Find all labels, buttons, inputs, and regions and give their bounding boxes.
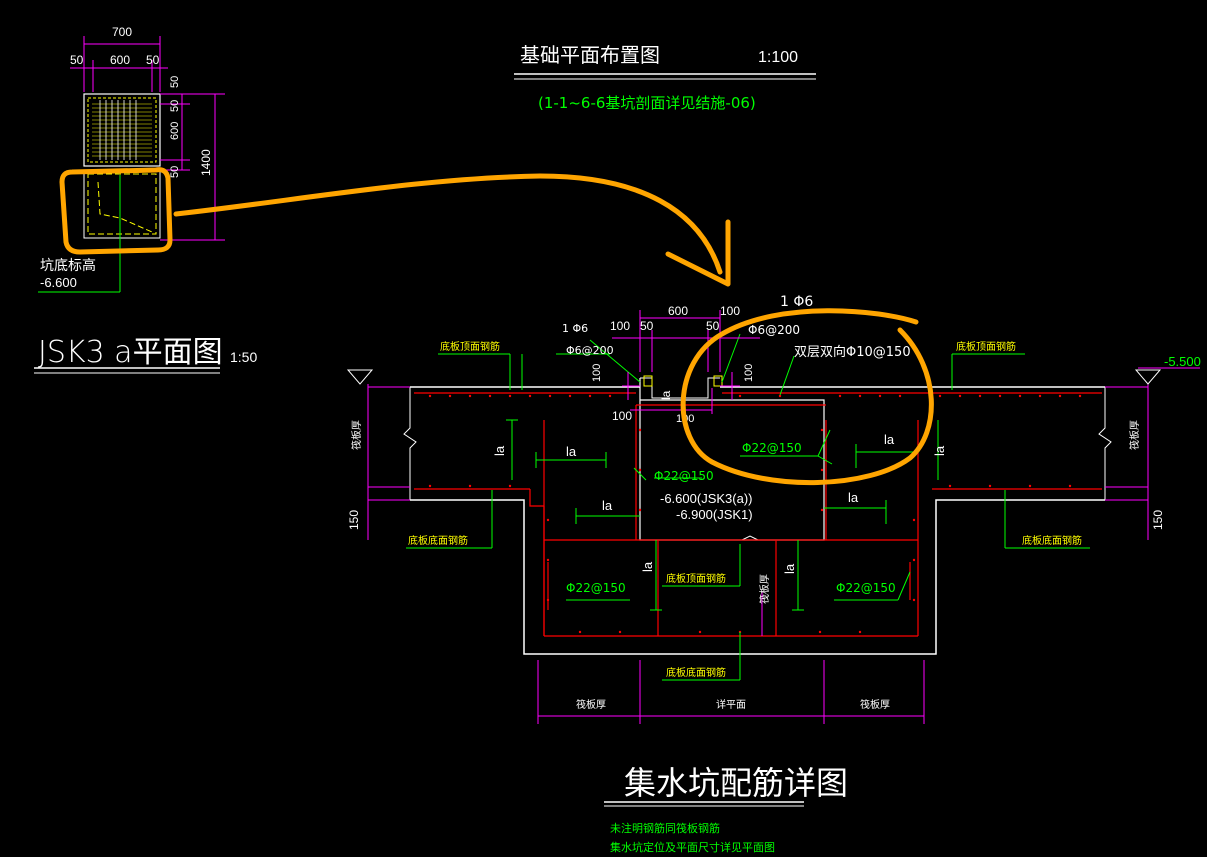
jsk-dim-r2: 50 bbox=[169, 100, 181, 112]
la-6: la bbox=[932, 445, 947, 456]
la-2: la bbox=[602, 498, 613, 513]
jsk-lower-inner bbox=[87, 173, 157, 235]
plan-note: (1-1~6-6基坑剖面详见结施-06) bbox=[538, 94, 756, 112]
slab-bottom-outline bbox=[410, 499, 1105, 655]
rebar-phi22-d: Φ22@150 bbox=[836, 581, 896, 595]
dim-150-left: 150 bbox=[347, 510, 361, 530]
label-dbl-layer: 双层双向Φ10@150 bbox=[794, 344, 911, 360]
rebar-red bbox=[414, 392, 1102, 637]
jsk-plan-scale: 1:50 bbox=[230, 349, 257, 365]
label-stirrup-left: Φ6@200 bbox=[566, 344, 614, 357]
label-bot-steel-right: 底板底面钢筋 bbox=[1022, 534, 1082, 547]
rebar-phi22-b: Φ22@150 bbox=[654, 469, 714, 483]
label-top-steel-mid: 底板顶面钢筋 bbox=[666, 572, 726, 585]
elev-marker-left bbox=[346, 369, 374, 385]
la-7: la bbox=[640, 561, 655, 572]
jsk-dim-top bbox=[70, 36, 168, 92]
la-9: la bbox=[659, 390, 673, 400]
la-5: la bbox=[492, 445, 507, 456]
jsk-dim-700: 700 bbox=[112, 25, 132, 39]
green-leaders bbox=[406, 333, 1090, 681]
elev-jsk1: -6.900(JSK1) bbox=[676, 507, 753, 522]
rebar-phi22-a: Φ22@150 bbox=[742, 441, 802, 455]
plan-scale: 1:100 bbox=[758, 49, 798, 66]
dim-bottom-left: 筏板厚 bbox=[576, 698, 606, 711]
jsk-plan-title: JSK3 a平面图 bbox=[38, 335, 223, 370]
jsk-hatch bbox=[92, 103, 152, 157]
jsk-pit-inner bbox=[87, 97, 157, 163]
pit-cover-outline bbox=[640, 377, 720, 399]
pit-sump-notch bbox=[741, 535, 759, 541]
la-1: la bbox=[566, 444, 577, 459]
jsk-dim-50-left: 50 bbox=[70, 53, 84, 67]
label-1phi6-top: 1 Φ6 bbox=[780, 294, 813, 310]
jsk-dim-1400: 1400 bbox=[199, 149, 213, 176]
label-1phi6-left: 1 Φ6 bbox=[562, 322, 588, 335]
jsk-dim-r3: 600 bbox=[169, 122, 181, 140]
jsk-dim-right bbox=[160, 93, 225, 241]
plan-title-block: 基础平面布置图 1:100 (1-1~6-6基坑剖面详见结施-06) bbox=[514, 43, 816, 112]
la-3: la bbox=[884, 432, 895, 447]
magenta-dims bbox=[367, 310, 1200, 724]
detail-title: 集水坑配筋详图 bbox=[624, 764, 848, 802]
break-left bbox=[403, 387, 417, 500]
dim-100-vr: 100 bbox=[743, 364, 755, 382]
jsk-dim-50-right: 50 bbox=[146, 53, 160, 67]
label-stirrup-right: Φ6@200 bbox=[748, 323, 800, 337]
dim-bottom-mid: 详平面 bbox=[716, 698, 746, 711]
highlight-arrow bbox=[173, 173, 723, 275]
jsk-dim-r1: 50 bbox=[169, 76, 181, 88]
jsk-slope-line bbox=[97, 181, 153, 233]
jsk-dim-r4: 50 bbox=[169, 166, 181, 178]
jsk-bottom-label: 坑底标高 bbox=[40, 257, 96, 274]
dim-100-vl: 100 bbox=[591, 364, 603, 382]
pit-inner-outline bbox=[639, 378, 825, 541]
plan-title: 基础平面布置图 bbox=[520, 43, 660, 67]
elev-marker-right bbox=[1134, 369, 1162, 385]
detail-note-1: 未注明钢筋同筏板钢筋 bbox=[610, 821, 720, 835]
raft-thk-left: 筏板厚 bbox=[350, 420, 363, 450]
dim-100-inner: 100 bbox=[612, 409, 632, 423]
elev-right: -5.500 bbox=[1164, 354, 1201, 369]
rebar-dots bbox=[428, 394, 1082, 634]
label-bot-steel-mid: 底板底面钢筋 bbox=[666, 666, 726, 679]
pit-detail: 1 Φ6 600 100 1 Φ6 100 50 50 Φ6@200 Φ6@20… bbox=[346, 294, 1201, 854]
raft-thk-mid: 筏板厚 bbox=[758, 574, 771, 604]
cover-angle-left bbox=[643, 375, 653, 387]
jsk-dim-600: 600 bbox=[110, 53, 130, 67]
jsk-pit-outline bbox=[83, 93, 161, 167]
highlight-box bbox=[59, 167, 173, 255]
break-right bbox=[1098, 387, 1112, 500]
elev-jsk3: -6.600(JSK3(a)) bbox=[660, 491, 752, 506]
dim-50-left: 50 bbox=[640, 319, 654, 333]
jsk-plan: 700 50 600 50 bbox=[34, 25, 257, 374]
label-top-steel-right: 底板顶面钢筋 bbox=[956, 340, 1016, 353]
arrow-head bbox=[665, 219, 731, 287]
la-8: la bbox=[782, 563, 797, 574]
dim-100-top: 100 bbox=[720, 304, 740, 318]
jsk-bottom-elev: -6.600 bbox=[40, 275, 77, 290]
la-4: la bbox=[848, 490, 859, 505]
orange-markup bbox=[59, 167, 934, 486]
dim-100-left: 100 bbox=[610, 319, 630, 333]
raft-thk-right: 筏板厚 bbox=[1128, 420, 1141, 450]
dim-50-right: 50 bbox=[706, 319, 720, 333]
label-bot-steel-left: 底板底面钢筋 bbox=[408, 534, 468, 547]
label-top-steel-left: 底板顶面钢筋 bbox=[440, 340, 500, 353]
jsk-hatch-v bbox=[99, 100, 137, 160]
dim-bottom-right: 筏板厚 bbox=[860, 698, 890, 711]
dim-600: 600 bbox=[668, 304, 688, 318]
highlight-circle bbox=[680, 308, 934, 486]
rebar-phi22-c: Φ22@150 bbox=[566, 581, 626, 595]
dim-150-right: 150 bbox=[1151, 510, 1165, 530]
detail-note-2: 集水坑定位及平面尺寸详见平面图 bbox=[610, 840, 775, 854]
jsk-lower-square bbox=[83, 169, 161, 239]
